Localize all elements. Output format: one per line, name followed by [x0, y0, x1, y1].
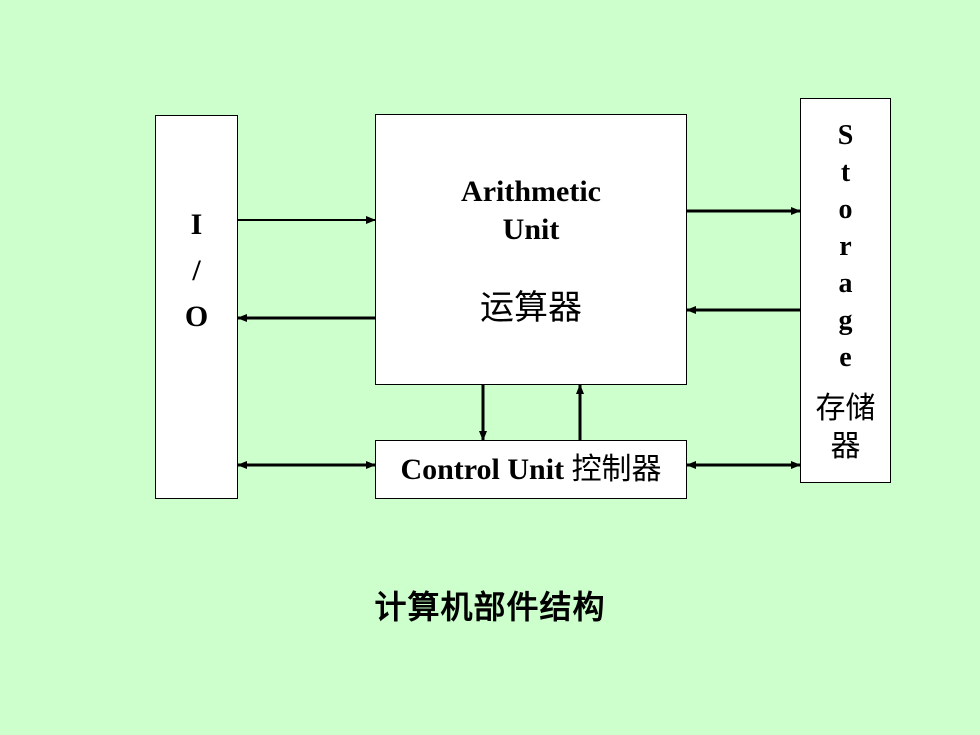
storage-letter: t	[840, 157, 851, 188]
storage-label-cn-line1: 存储	[815, 391, 876, 426]
diagram-caption: 计算机部件结构	[374, 588, 606, 626]
io-label: I / O	[156, 202, 237, 340]
storage-label-cn: 存储 器	[801, 390, 890, 466]
storage-letter: r	[839, 231, 852, 262]
storage-letter: g	[838, 305, 853, 336]
control-unit-label-en: Control Unit	[400, 453, 565, 486]
arithmetic-unit-label-line1: Arithmetic	[461, 175, 601, 208]
arithmetic-unit-label-cn: 运算器	[480, 288, 582, 328]
arithmetic-unit-label-line2: Unit	[502, 213, 560, 246]
control-unit-label-cn: 控制器	[571, 452, 662, 487]
io-letter: /	[192, 254, 201, 287]
storage-letter: o	[838, 194, 853, 225]
io-box: I / O	[155, 115, 238, 499]
io-letter: O	[184, 300, 209, 333]
storage-box: S t o r a g e 存储 器	[800, 98, 891, 483]
io-letter: I	[190, 208, 203, 241]
arithmetic-unit-box: Arithmetic Unit 运算器	[375, 114, 687, 385]
storage-label: S t o r a g e	[801, 117, 890, 376]
arithmetic-unit-label: Arithmetic Unit	[376, 173, 686, 249]
storage-letter: S	[837, 120, 854, 151]
control-unit-box: Control Unit 控制器	[375, 440, 687, 499]
storage-letter: e	[839, 342, 852, 373]
storage-label-cn-line2: 器	[830, 429, 861, 464]
control-unit-label: Control Unit 控制器	[376, 450, 686, 490]
storage-letter: a	[838, 268, 853, 299]
